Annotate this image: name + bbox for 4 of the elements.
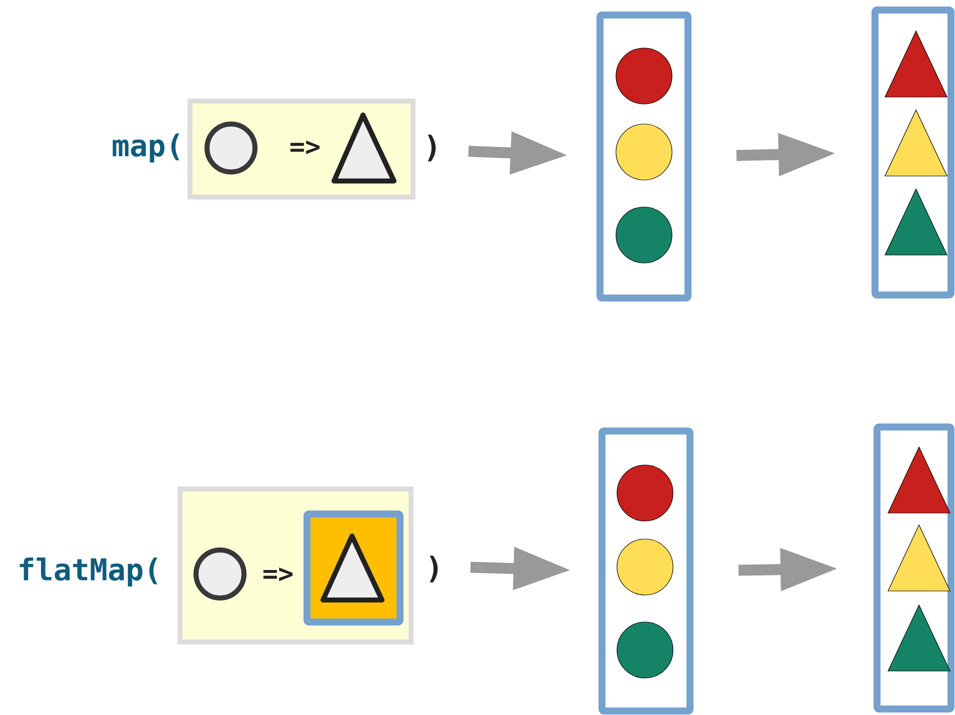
code-text: ): [430, 556, 438, 582]
code-text: ): [428, 134, 436, 162]
code-text: map(: [112, 134, 180, 162]
code-text: flatMap(: [20, 558, 158, 587]
